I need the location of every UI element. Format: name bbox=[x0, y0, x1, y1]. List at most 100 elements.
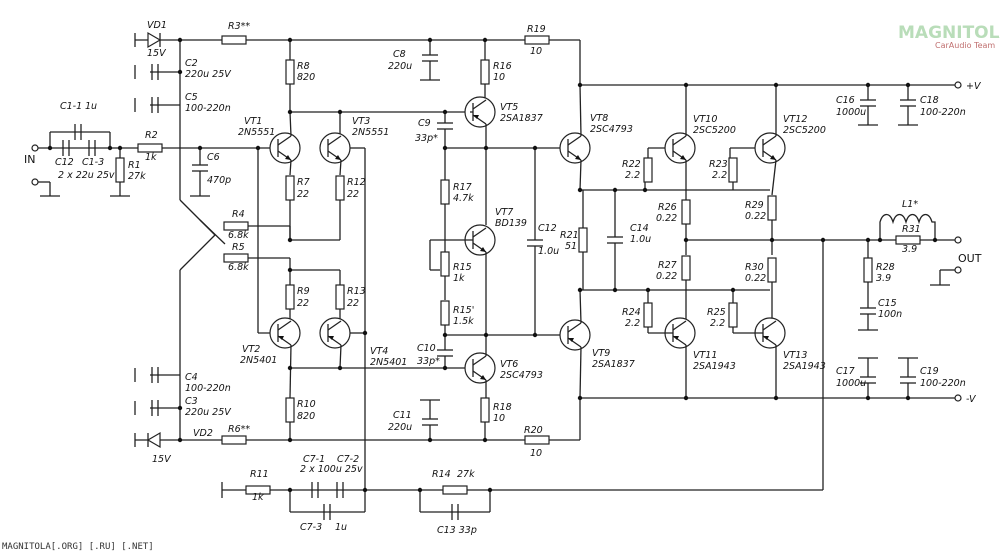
output-ground-terminal bbox=[954, 266, 962, 274]
label-r16: R16 bbox=[493, 61, 512, 72]
label-r29v: 0.22 bbox=[745, 211, 766, 222]
input-ground-terminal bbox=[31, 178, 39, 186]
label-r1v: 27k bbox=[128, 171, 146, 182]
label-c10v: 33p* bbox=[417, 356, 440, 367]
label-c12: C12 bbox=[538, 223, 557, 234]
label-r1: R1 bbox=[128, 160, 141, 171]
label-r15bv: 1.5k bbox=[453, 316, 474, 327]
label-c17: C17 bbox=[836, 366, 855, 377]
label-r18v: 10 bbox=[493, 413, 505, 424]
label-c8v: 220u bbox=[388, 61, 412, 72]
label-r8v: 820 bbox=[297, 72, 315, 83]
label-c8: C8 bbox=[393, 49, 406, 60]
label-r11v: 1k bbox=[252, 492, 264, 503]
label-vt4: VT4 bbox=[370, 346, 388, 357]
label-r10: R10 bbox=[297, 399, 316, 410]
label-r6: R6** bbox=[228, 424, 250, 435]
label-r10v: 820 bbox=[297, 411, 315, 422]
label-r7: R7 bbox=[297, 177, 310, 188]
label-vt3: VT3 bbox=[352, 116, 370, 127]
label-vt10: VT10 bbox=[693, 114, 717, 125]
label-r2v: 1k bbox=[145, 152, 157, 163]
label-vt1: VT1 bbox=[244, 116, 262, 127]
label-r12v: 22 bbox=[347, 189, 359, 200]
label-r12: R12 bbox=[347, 177, 366, 188]
label-r14: R14 bbox=[432, 469, 451, 480]
label-vt9p: 2SA1837 bbox=[592, 359, 635, 370]
output-terminal bbox=[954, 236, 962, 244]
label-c15: C15 bbox=[878, 298, 897, 309]
label-r28v: 3.9 bbox=[876, 273, 891, 284]
component-labels: IN OUT +V -V VD1 15V R3** C2 220u 25V C5… bbox=[24, 20, 982, 536]
label-r5: R5 bbox=[232, 242, 245, 253]
label-c73v: 1u bbox=[335, 522, 347, 533]
label-r21: R21 bbox=[560, 230, 579, 241]
label-c71: C7-1 bbox=[303, 454, 325, 465]
label-r25: R25 bbox=[707, 307, 726, 318]
label-r23v: 2.2 bbox=[712, 170, 727, 181]
input-terminal bbox=[31, 144, 39, 152]
net-out: OUT bbox=[958, 252, 982, 265]
label-r13: R13 bbox=[347, 286, 366, 297]
label-r8: R8 bbox=[297, 61, 310, 72]
label-vt8p: 2SC4793 bbox=[590, 124, 633, 135]
label-vt13: VT13 bbox=[783, 350, 807, 361]
label-r17: R17 bbox=[453, 182, 472, 193]
label-r21v: 51 bbox=[565, 241, 577, 252]
output-network bbox=[820, 81, 962, 490]
label-vt11p: 2SA1943 bbox=[693, 361, 736, 372]
label-c12: C12 bbox=[55, 157, 74, 168]
label-r15b: R15' bbox=[453, 305, 474, 316]
label-c6v: 470p bbox=[207, 175, 231, 186]
label-c11b: C11 bbox=[393, 410, 412, 421]
label-c11bv: 220u bbox=[388, 422, 412, 433]
label-c16v: 1000u bbox=[836, 107, 866, 118]
label-c18: C18 bbox=[920, 95, 939, 106]
label-vt13p: 2SA1943 bbox=[783, 361, 826, 372]
label-c19: C19 bbox=[920, 366, 939, 377]
label-c2v: 220u 25V bbox=[185, 69, 232, 80]
label-c11v: 1u bbox=[85, 101, 97, 112]
label-r29: R29 bbox=[745, 200, 764, 211]
label-c14: C14 bbox=[630, 223, 649, 234]
label-r30v: 0.22 bbox=[745, 273, 766, 284]
label-c73: C7-3 bbox=[300, 522, 322, 533]
label-r4: R4 bbox=[232, 209, 245, 220]
pos-supply-terminal bbox=[954, 81, 962, 89]
label-r11: R11 bbox=[250, 469, 269, 480]
label-r2: R2 bbox=[145, 130, 158, 141]
input-network bbox=[31, 123, 290, 197]
label-c12v: 1.0u bbox=[538, 246, 559, 257]
net-pos: +V bbox=[966, 81, 982, 92]
label-r3: R3** bbox=[228, 21, 250, 32]
label-r19: R19 bbox=[527, 24, 546, 35]
label-vd2: VD2 bbox=[193, 428, 213, 439]
label-vt7: VT7 bbox=[495, 207, 513, 218]
label-r22: R22 bbox=[622, 159, 641, 170]
label-vt6p: 2SC4793 bbox=[500, 370, 543, 381]
label-r15: R15 bbox=[453, 262, 472, 273]
label-r27: R27 bbox=[658, 260, 677, 271]
label-r23: R23 bbox=[709, 159, 728, 170]
label-vt7p: BD139 bbox=[495, 218, 527, 229]
label-r25v: 2.2 bbox=[710, 318, 725, 329]
label-c1x: 2 x 22u 25v bbox=[58, 170, 115, 181]
label-c5v: 100-220n bbox=[185, 103, 231, 114]
label-r9v: 22 bbox=[297, 298, 309, 309]
label-r26v: 0.22 bbox=[656, 213, 677, 224]
label-r24v: 2.2 bbox=[625, 318, 640, 329]
label-r7v: 22 bbox=[297, 189, 309, 200]
label-vt5: VT5 bbox=[500, 102, 518, 113]
label-c9: C9 bbox=[418, 118, 431, 129]
label-vd1v: 15V bbox=[147, 48, 167, 59]
label-r13v: 22 bbox=[347, 298, 359, 309]
net-neg: -V bbox=[966, 394, 977, 405]
label-vt11: VT11 bbox=[693, 350, 717, 361]
label-r20v: 10 bbox=[530, 448, 542, 459]
label-r14v: 27k bbox=[457, 469, 475, 480]
lower-bias-rail bbox=[134, 366, 580, 449]
label-c18v: 100-220n bbox=[920, 107, 966, 118]
label-c3v: 220u 25V bbox=[185, 407, 232, 418]
brand-tagline: CarAudio Team bbox=[935, 41, 995, 50]
